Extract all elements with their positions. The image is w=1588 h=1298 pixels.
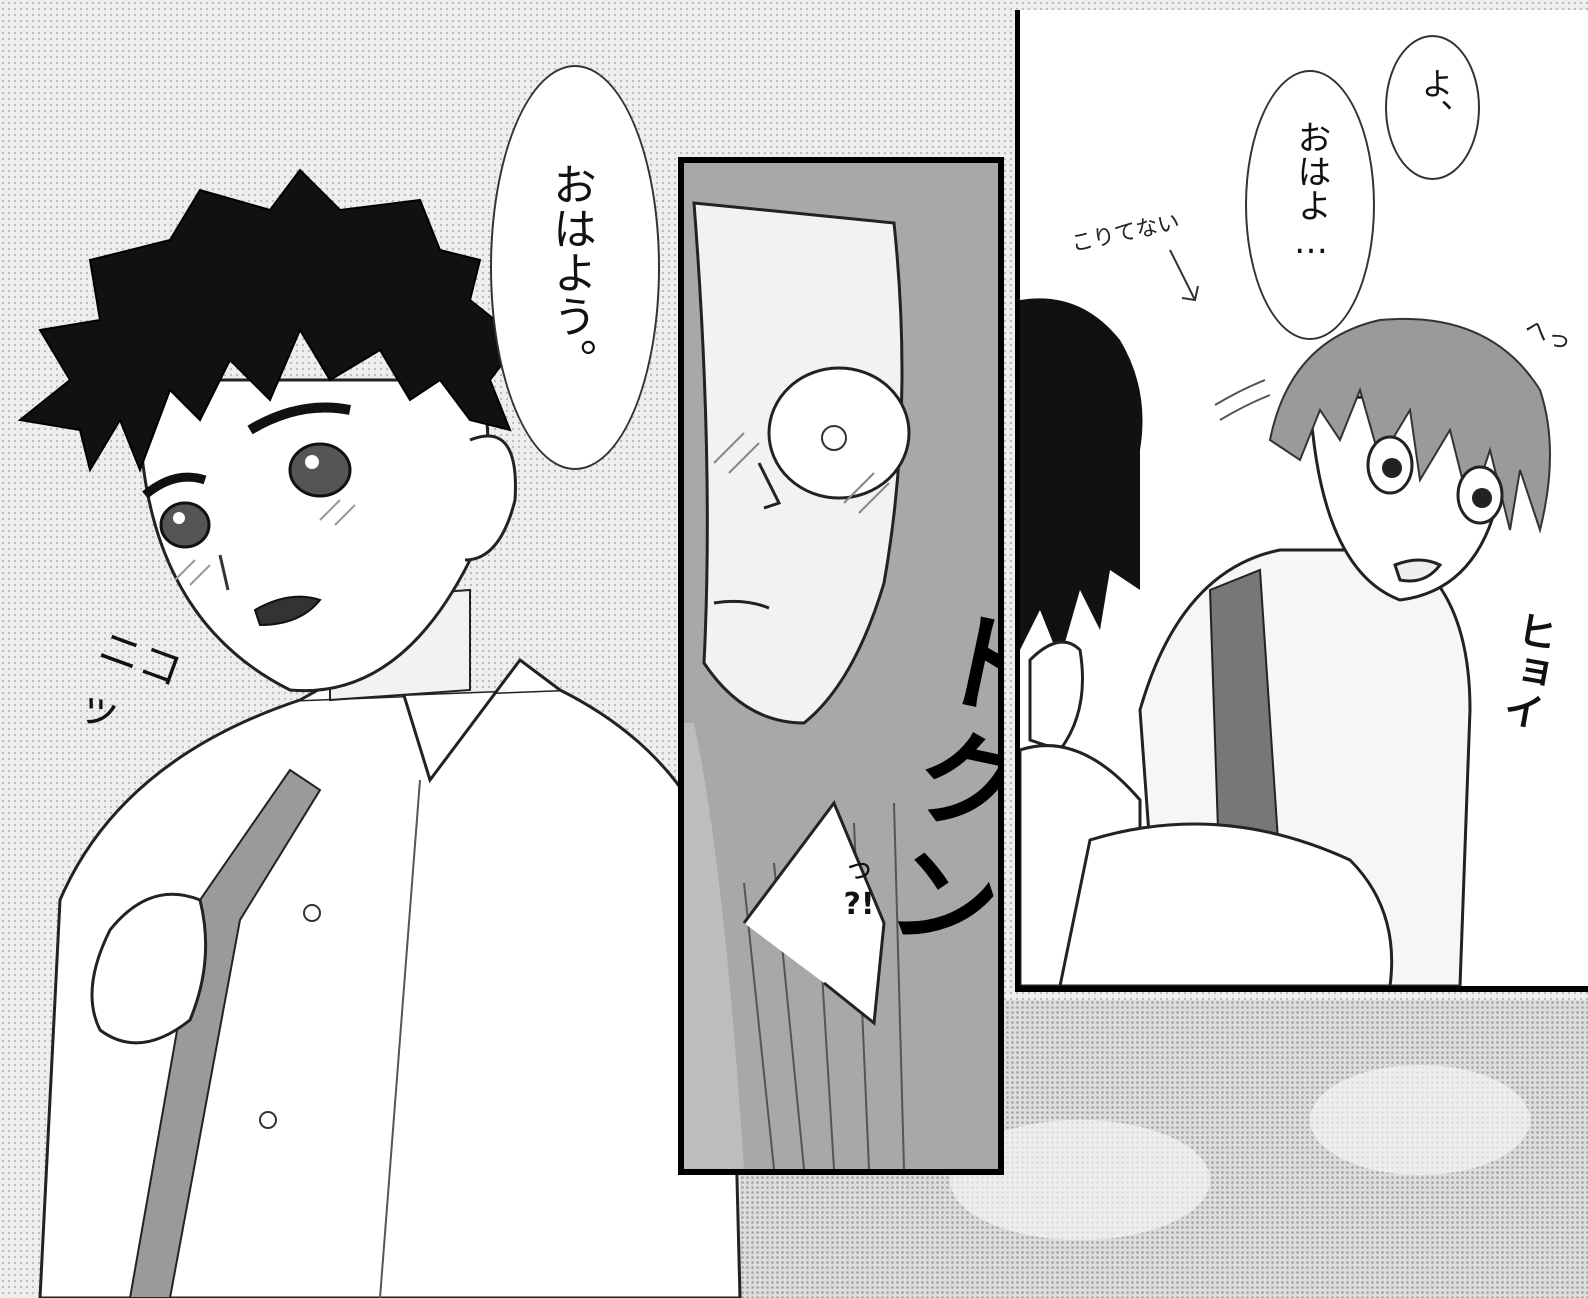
- two-boys-scene: [1020, 249, 1551, 986]
- speech-bubble-ohayo: おはよ…: [1245, 70, 1375, 340]
- speech-text-ohayou: おはよう。: [545, 162, 596, 382]
- speech-bubble-ohayou: おはよう。: [490, 65, 660, 470]
- speech-text-ohayo: おはよ…: [1291, 120, 1331, 262]
- blushing-face-closeup: [684, 163, 998, 1169]
- panel-right: おはよ… よ、 こりてない へっ ヒョイ: [1015, 10, 1588, 992]
- panel-middle: っ ?! ドクン: [678, 157, 1004, 1175]
- gasp-text: っ: [844, 851, 874, 886]
- gasp-group: っ ?!: [834, 843, 884, 922]
- speech-text-yo: よ、: [1416, 67, 1454, 131]
- speech-bubble-yo: よ、: [1385, 35, 1480, 180]
- panel-left: おはよう。 ニコッ: [17, 65, 742, 1298]
- boy-black-hair-figure: [17, 168, 742, 1298]
- gasp-marks: ?!: [843, 887, 875, 922]
